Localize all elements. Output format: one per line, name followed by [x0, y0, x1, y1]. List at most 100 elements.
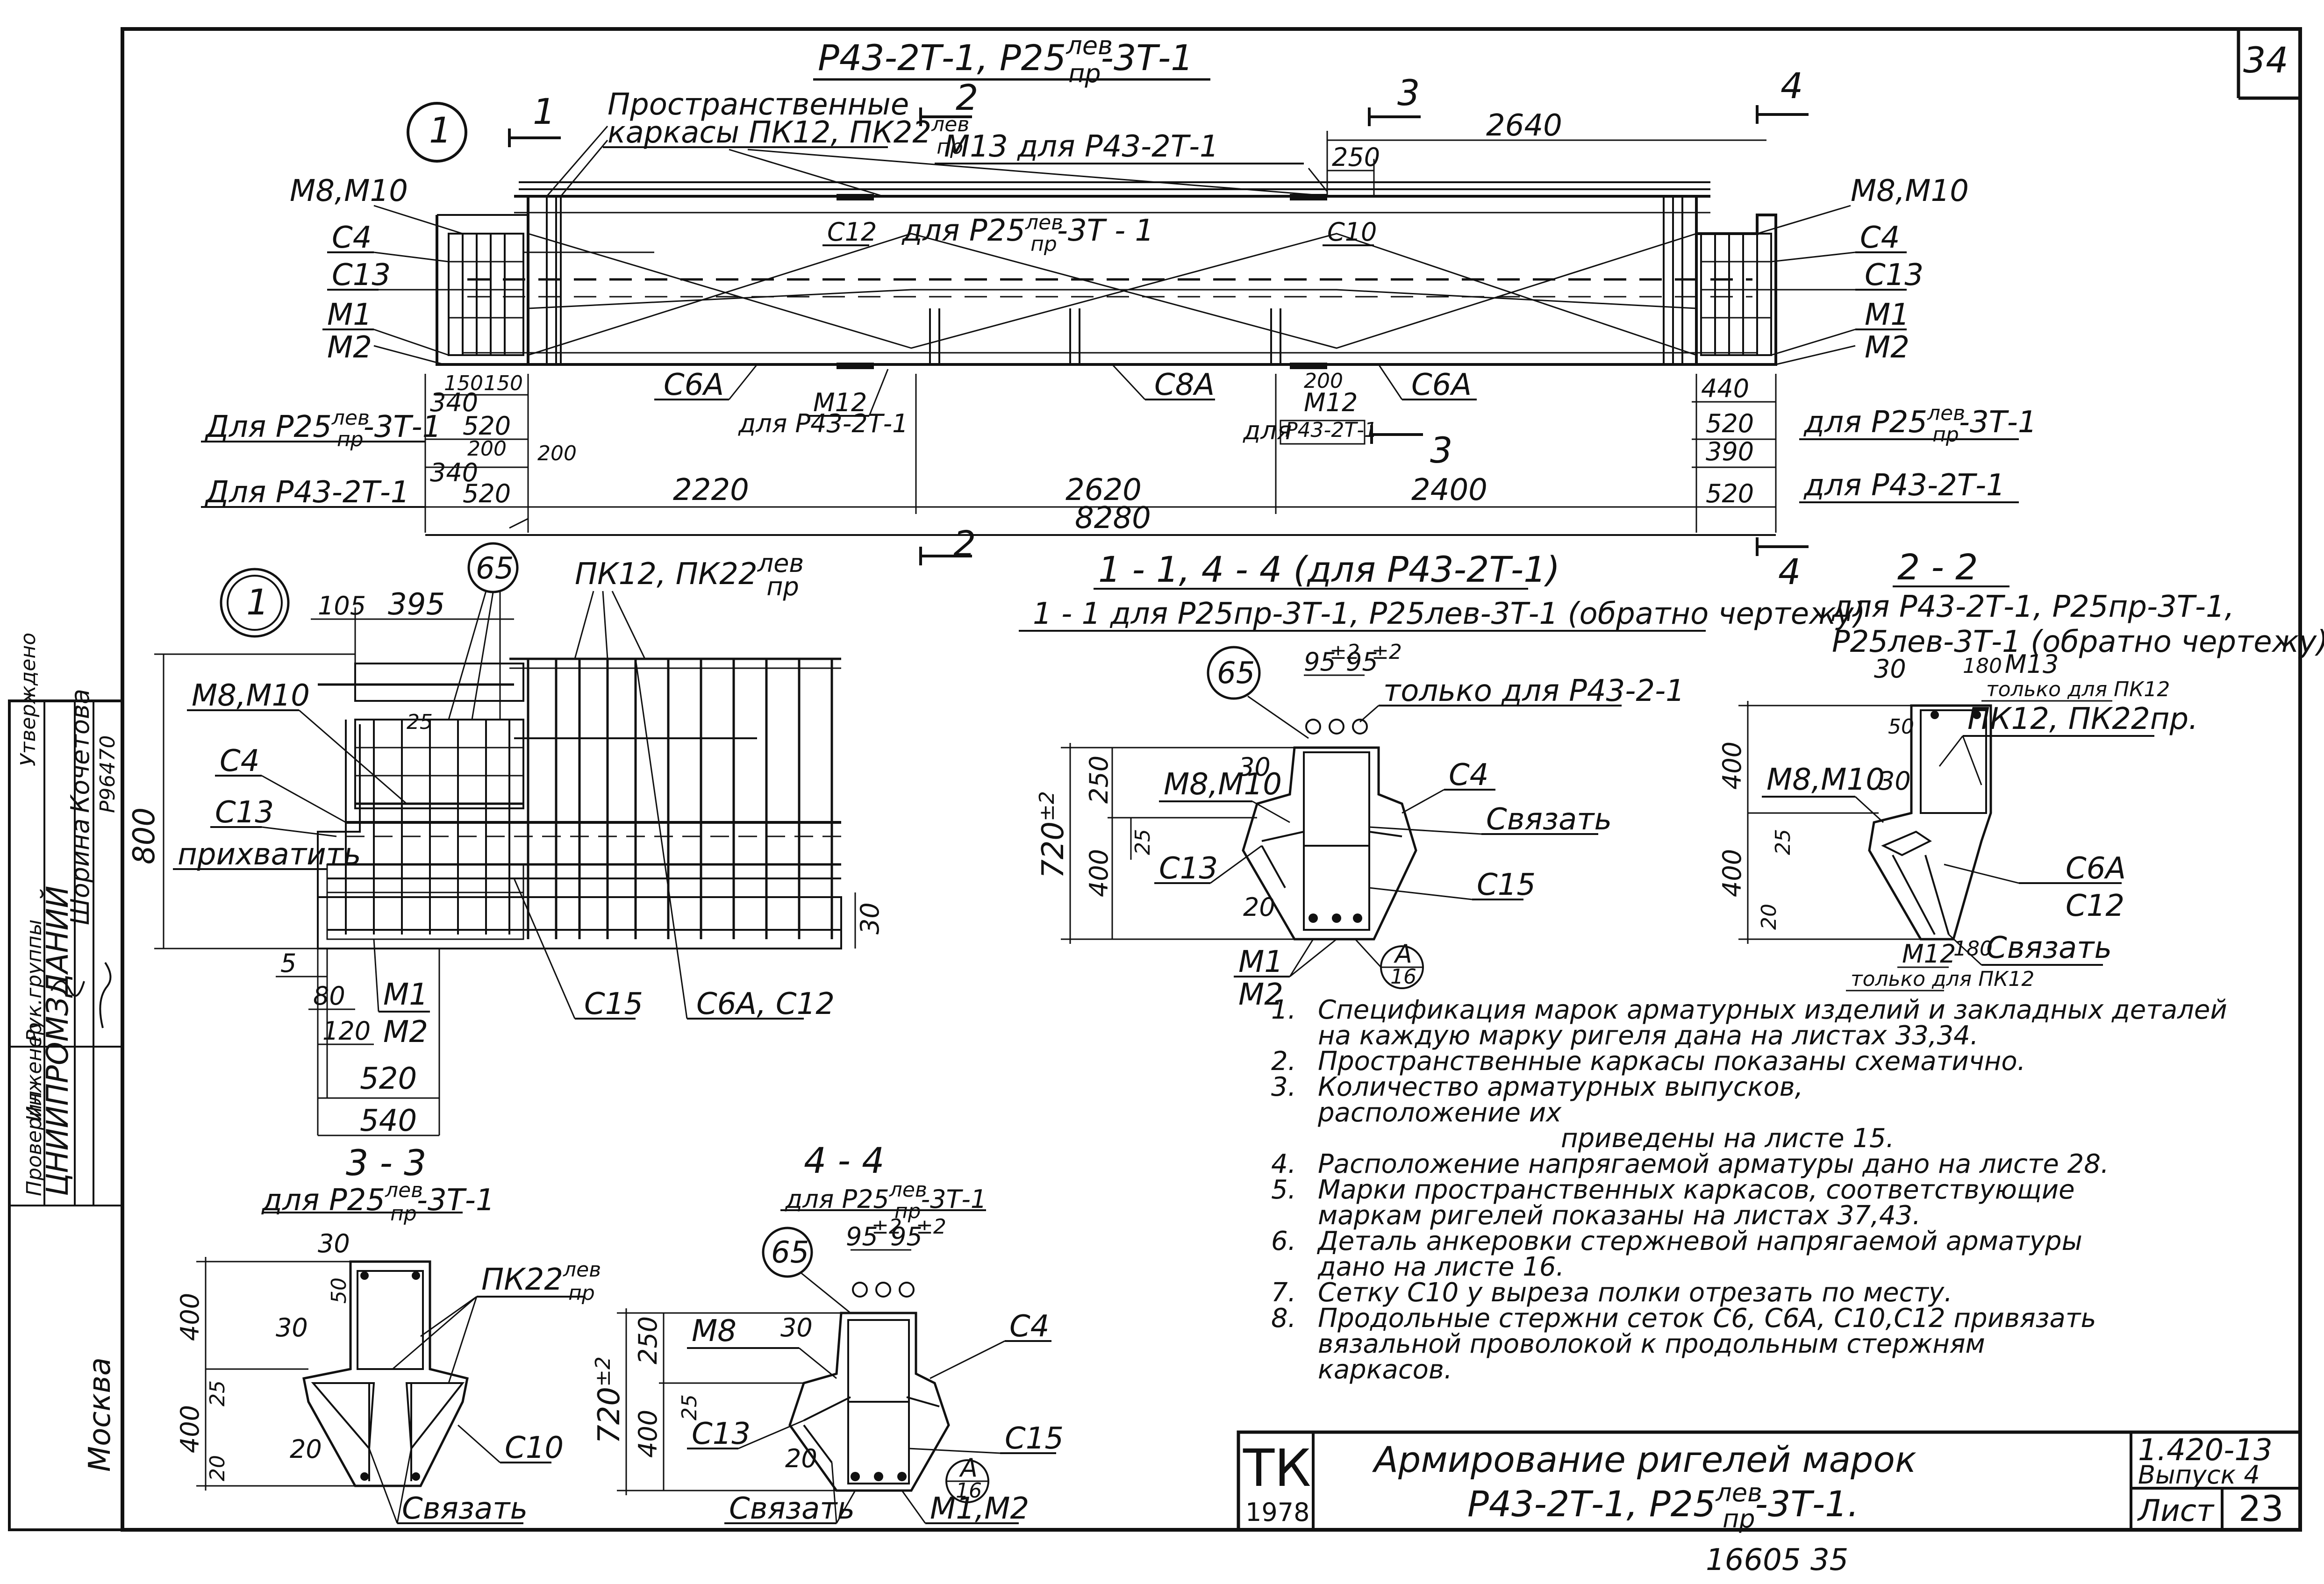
note-number: 1. — [1271, 995, 1296, 1025]
note-number: 8. — [1271, 1303, 1296, 1334]
svg-text:390: 390 — [1706, 437, 1754, 466]
svg-text:30: 30 — [318, 1229, 350, 1258]
node-1-m2: М2 — [383, 1015, 428, 1049]
svg-text:250: 250 — [1084, 756, 1114, 804]
c10-label: С10 — [1327, 217, 1377, 247]
elevation-node-number: 1 — [429, 109, 451, 151]
svg-text:150: 150 — [484, 371, 523, 395]
section-2-2-for1: для Р43-2Т-1, Р25пр-3Т-1, — [1831, 590, 2234, 624]
svg-text:±2: ±2 — [916, 1215, 946, 1239]
title-block: ТК 1978 Армирование ригелей марок Р43-2Т… — [1237, 1430, 2302, 1534]
section-1-1-only: только для Р43-2-1 — [1383, 674, 1685, 708]
section-2-2-c6a: С6А — [2066, 851, 2126, 886]
svg-text:340: 340 — [430, 458, 478, 487]
note-line: вязальной проволокой к продольным стержн… — [1318, 1329, 1985, 1359]
svg-text:С4: С4 — [1860, 221, 1900, 255]
note-line: дано на листе 16. — [1317, 1252, 1564, 1282]
stamp-role-3: Проверил — [22, 1091, 46, 1196]
left-stamp: ЦНИИПРОМЗДАНИЙ Москва Проверил Инженер Р… — [8, 633, 124, 1531]
spatial-frames-label-1: Пространственные — [608, 87, 909, 122]
svg-text:2620: 2620 — [1065, 473, 1142, 507]
svg-text:М1: М1 — [327, 298, 372, 332]
section-4-4-c4: С4 — [1009, 1309, 1049, 1344]
svg-text:95: 95 — [846, 1222, 878, 1251]
svg-text:520: 520 — [463, 411, 511, 441]
sheet-number: 23 — [2238, 1488, 2284, 1529]
note-line: Спецификация марок арматурных изделий и … — [1318, 995, 2227, 1025]
issue-number: Выпуск 4 — [2138, 1460, 2260, 1490]
svg-text:16: 16 — [956, 1479, 982, 1503]
section-1-1-c13: С13 — [1159, 851, 1218, 886]
section-4-4-m1: М1,М2 — [930, 1491, 1029, 1526]
svg-text:50: 50 — [1888, 715, 1914, 739]
svg-text:400: 400 — [1717, 849, 1747, 897]
svg-text:105: 105 — [318, 591, 366, 621]
footer-numbers: 16605 35 — [1706, 1543, 1848, 1577]
svg-text:25: 25 — [678, 1394, 701, 1420]
svg-text:3: 3 — [1430, 429, 1452, 471]
note-line: расположение их — [1317, 1098, 1562, 1128]
section-2-2-for2: Р25лев-3Т-1 (обратно чертежу) — [1832, 625, 2324, 659]
left-dimensions: 150 150 340 520 200 200 340 520 — [424, 371, 577, 533]
svg-text:120: 120 — [322, 1016, 371, 1046]
c12-label: С12 — [827, 217, 877, 247]
note-line: Расположение напрягаемой арматуры дано н… — [1318, 1149, 2109, 1179]
note-line: приведены на листе 15. — [1561, 1123, 1894, 1154]
svg-text:20: 20 — [1757, 904, 1781, 930]
svg-text:2220: 2220 — [673, 473, 749, 507]
svg-text:540: 540 — [360, 1104, 417, 1138]
svg-text:20: 20 — [1243, 892, 1275, 922]
svg-text:400: 400 — [1084, 849, 1114, 897]
tk-mark: ТК — [1243, 1438, 1311, 1498]
svg-text:±2: ±2 — [1372, 640, 1402, 664]
section-4-4-m8: М8 — [692, 1314, 737, 1349]
note-number: 3. — [1271, 1072, 1296, 1102]
right-dimensions: 440 520 390 520 — [1692, 374, 1777, 533]
note-number: 4. — [1271, 1149, 1296, 1179]
section-1-1-tie: Связать — [1486, 802, 1612, 837]
m12-right-label: М12 — [1304, 388, 1358, 417]
m12-left-label: М12 — [813, 388, 867, 417]
svg-text:400: 400 — [175, 1405, 205, 1453]
sheet-label: Лист — [2137, 1494, 2215, 1528]
svg-text:М8,М10: М8,М10 — [1851, 174, 1969, 208]
node-1-c4: С4 — [220, 744, 259, 778]
node-1-m1: М1 — [383, 978, 428, 1012]
svg-text:1: 1 — [533, 91, 555, 132]
svg-text:440: 440 — [1701, 374, 1749, 403]
svg-text:400: 400 — [1717, 742, 1747, 790]
node-1-d800: 800 — [127, 807, 162, 864]
section-1-1-subtitle: 1 - 1 для Р25пр-3Т-1, Р25лев-3Т-1 (обрат… — [1033, 597, 1866, 631]
svg-text:М12: М12 — [1902, 939, 1956, 969]
node-1-c13: С13 — [215, 795, 274, 830]
section-cut-1: 1 — [508, 91, 561, 147]
page-corner-number: 34 — [2243, 39, 2288, 81]
svg-text:95: 95 — [1346, 647, 1378, 677]
stamp-city: Москва — [83, 1357, 117, 1472]
section-4-4-title: 4 - 4 — [804, 1140, 884, 1181]
node-1-c6a: С6А, С12 — [696, 987, 835, 1021]
title-line-1: Армирование ригелей марок — [1372, 1439, 1916, 1480]
svg-text:16: 16 — [1390, 965, 1416, 989]
node-1-m8: М8,М10 — [192, 678, 310, 713]
general-notes: 1. Спецификация марок арматурных изделий … — [1271, 995, 2227, 1385]
stamp-org: ЦНИИПРОМЗДАНИЙ — [40, 885, 75, 1196]
svg-text:25: 25 — [1771, 829, 1795, 855]
svg-text:±2: ±2 — [1330, 640, 1360, 664]
svg-text:30: 30 — [780, 1313, 813, 1342]
note-line: каркасов. — [1318, 1355, 1452, 1385]
node-1-tack: прихватить — [178, 837, 361, 872]
m12-right-note: Р43-2Т-1 — [1285, 418, 1377, 442]
stamp-role-1: Рук.группы — [22, 920, 46, 1042]
svg-text:4: 4 — [1778, 551, 1801, 592]
row2-left-label: Для Р43-2Т-1 — [204, 475, 410, 510]
svg-text:95: 95 — [1304, 647, 1336, 677]
